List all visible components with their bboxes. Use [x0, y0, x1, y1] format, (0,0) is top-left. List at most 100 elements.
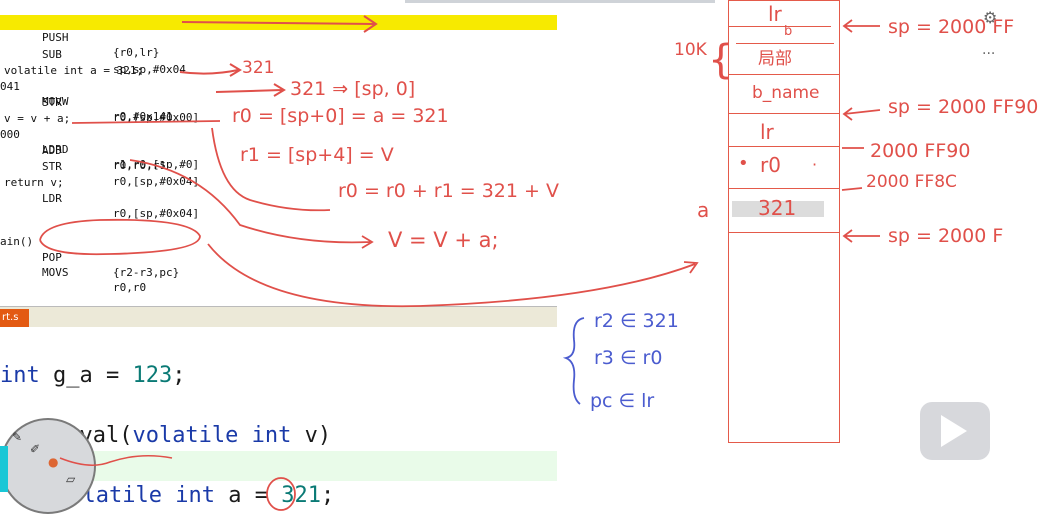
stack-cell-r0: r0	[760, 153, 781, 177]
stack-divider	[728, 74, 840, 75]
annotation-r1-load: r1 = [sp+4] = V	[240, 144, 394, 166]
ink-arrow-sp-mid	[842, 107, 881, 121]
asm-mnemonic: SUB	[42, 48, 62, 61]
code-number: 123	[132, 363, 173, 388]
asm-address: 000	[0, 128, 20, 141]
code-text: g_a =	[39, 363, 133, 388]
asm-mnemonic: ADD	[42, 144, 62, 157]
stack-divider	[728, 188, 840, 189]
asm-line-sub[interactable]: SUB sp,sp,#0x04	[0, 32, 557, 76]
pen-tool-wheel[interactable]	[0, 418, 96, 514]
annotation-store-321: 321 ⇒ [sp, 0]	[290, 78, 416, 100]
stack-divider	[728, 26, 831, 27]
asm-source-line[interactable]: return v;	[0, 160, 557, 189]
asm-line-add[interactable]: ADD r0,r0,r1	[0, 128, 557, 172]
code-number: 321	[281, 483, 321, 508]
asm-line-pop[interactable]: POP {r2-r3,pc}	[0, 235, 557, 279]
file-tab[interactable]: rt.s	[0, 309, 29, 327]
code-keyword: int	[251, 423, 292, 448]
asm-operands: r0,r0	[113, 281, 147, 294]
asm-address: 041	[0, 80, 20, 93]
stack-cell-b-name: b_name	[752, 83, 820, 103]
addr-label-ff90: 2000 FF90	[870, 140, 971, 162]
disassembly-panel: PUSH {r0,lr} SUB sp,sp,#0x04 volatile in…	[0, 0, 557, 300]
asm-mnemonic: MOVS	[42, 266, 69, 279]
asm-source-text: ain()	[0, 235, 34, 248]
eraser-icon[interactable]: ▱	[66, 472, 76, 486]
ink-tick	[841, 187, 863, 191]
ink-squiggle	[59, 455, 173, 466]
sp-label-top: sp = 2000 FF	[888, 16, 1015, 38]
asm-line-str[interactable]: STR r0,[sp,#0x04]	[0, 144, 557, 188]
asm-line-ldr[interactable]: LDR r0,[sp,#0x04]	[0, 176, 557, 220]
asm-line-movw[interactable]: 041 MOVW r0,#0x141	[0, 64, 557, 123]
ink-brace-blue	[562, 317, 585, 405]
stack-cell-b: b	[784, 24, 793, 39]
stack-divider	[728, 232, 840, 233]
code-text: ;	[172, 363, 186, 388]
stack-cell-shade	[732, 201, 824, 217]
asm-source-text: return v;	[4, 176, 64, 189]
code-text: ;	[320, 483, 335, 508]
more-options-icon[interactable]: ···	[982, 46, 996, 62]
ink-circle-pop	[39, 218, 201, 256]
asm-source-line[interactable]: v = v + a;	[0, 96, 557, 125]
code-text: a =	[214, 483, 282, 508]
annotation-pop-r3: r3 ∈ r0	[594, 347, 663, 369]
stack-cell-local: 局部	[758, 49, 792, 69]
code-line-g-a[interactable]: int g_a = 123;	[0, 361, 185, 391]
sp-label-mid: sp = 2000 FF90	[888, 96, 1038, 118]
code-keyword: int	[175, 483, 215, 508]
stack-dot: ·	[812, 155, 818, 174]
asm-mnemonic: POP	[42, 251, 62, 264]
stack-cell-321: 321	[758, 196, 797, 220]
ink-curve-str	[129, 159, 374, 249]
asm-operands: r0,[sp,#0x04]	[113, 207, 200, 220]
code-keyword: volatile	[132, 423, 239, 448]
ink-arrow-push	[181, 15, 378, 33]
asm-mnemonic: STR	[42, 160, 62, 173]
asm-mnemonic: LDRD	[42, 143, 69, 156]
stack-frame-box	[728, 0, 840, 443]
pen-icon[interactable]: ✎	[12, 430, 23, 444]
stack-divider	[728, 146, 840, 147]
asm-operands: r0,#0x141	[113, 110, 173, 123]
sp-label-bottom: sp = 2000 F	[888, 225, 1004, 247]
stack-brace: {	[708, 37, 734, 83]
stack-divider	[728, 113, 840, 114]
asm-operands: {r0,lr}	[113, 46, 160, 59]
ink-arrow-pop	[207, 243, 699, 308]
addr-label-ff8c: 2000 FF8C	[866, 172, 957, 192]
asm-source-line[interactable]: ain()	[0, 219, 557, 248]
pen-tool-handle[interactable]	[0, 446, 8, 492]
ink-circle-a	[266, 477, 296, 511]
asm-line-movs[interactable]: MOVS r0,r0	[0, 250, 557, 294]
annotation-r0-load: r0 = [sp+0] = a = 321	[232, 105, 449, 127]
asm-source-text: v = v + a;	[4, 112, 71, 125]
settings-gear-icon[interactable]: ⚙	[983, 8, 998, 27]
brush-icon[interactable]: ✐	[30, 442, 41, 456]
ink-strokes	[39, 15, 881, 511]
asm-mnemonic: PUSH	[42, 31, 69, 44]
ink-arrow-sp-bottom	[842, 229, 880, 243]
stack-dot: •	[738, 153, 749, 174]
color-palette-icon[interactable]: ●	[48, 455, 59, 469]
ink-arrow-sp-top	[842, 19, 880, 33]
asm-source-text: volatile int a = 321;	[4, 64, 144, 77]
code-keyword: int	[0, 363, 40, 388]
asm-mnemonic: MOVW	[42, 95, 69, 108]
stack-cell-lr: lr	[768, 2, 782, 26]
ink-arrow-movw	[179, 63, 242, 77]
ink-arrow-str	[215, 83, 286, 97]
annotation-add: r0 = r0 + r1 = 321 + V	[338, 180, 559, 202]
stack-var-a: a	[697, 198, 710, 222]
ink-curve-add	[211, 127, 331, 212]
play-icon	[941, 415, 967, 447]
asm-mnemonic: STR	[42, 96, 62, 109]
annotation-321: 321	[242, 58, 275, 78]
asm-operands: r0,[sp,#0x04]	[113, 175, 200, 188]
stack-cell-lr2: lr	[760, 120, 774, 144]
stack-size-label: 10K	[674, 40, 707, 60]
annotation-pop-pc: pc ∈ lr	[590, 390, 655, 412]
asm-source-line[interactable]: volatile int a = 321;	[0, 48, 557, 77]
